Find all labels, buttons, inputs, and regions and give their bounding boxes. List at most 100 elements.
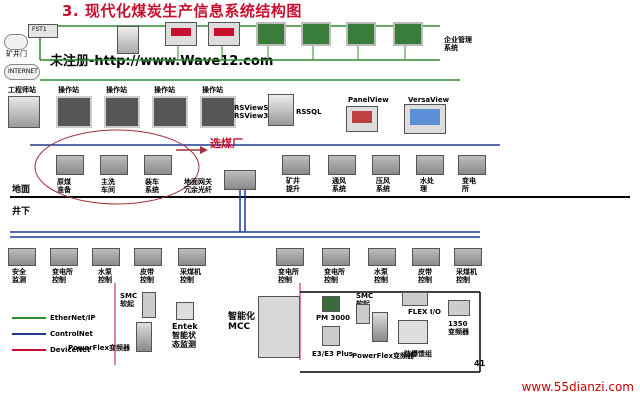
mcc-label: 智能化 MCC <box>228 312 256 332</box>
panelview-icon <box>346 106 378 132</box>
watermark-top: 未注册-http://www.Wave12.com <box>50 54 274 69</box>
plc-right-4-label: 水处 理 <box>420 177 434 193</box>
pm3000-label: PM 3000 <box>316 314 351 322</box>
operator-station-3-icon <box>152 96 188 128</box>
plc-right-1-label: 矿井 提升 <box>286 177 300 193</box>
ug-left-4 <box>134 248 162 266</box>
ground-label: 地面 <box>12 185 31 195</box>
ug-left-3-label: 水泵 控制 <box>98 268 112 284</box>
server-icon-2 <box>208 22 240 46</box>
l350-icon <box>448 300 470 316</box>
ug-right-4 <box>412 248 440 266</box>
underground-label: 井下 <box>12 207 31 217</box>
gateway-label: 地面网关 冗余光纤 <box>184 178 212 194</box>
mcc-cabinet <box>258 296 300 358</box>
operator-station-4-icon <box>200 96 236 128</box>
smc1-label: SMC 软起 <box>120 292 138 308</box>
legend-ethernet-label: EtherNet/IP <box>50 314 96 322</box>
entek-device-icon <box>176 302 194 320</box>
ug-left-1 <box>8 248 36 266</box>
pc-icon-2 <box>301 22 331 46</box>
prep-plant-label: 选煤厂 <box>210 137 243 150</box>
engineer-station-label: 工程师站 <box>8 86 36 94</box>
operator-station-3-label: 操作站 <box>154 86 175 94</box>
gateway-cabinet <box>224 170 256 190</box>
protection-feeder-icon <box>398 320 428 344</box>
flexio-icon <box>402 292 428 306</box>
page-number: 41 <box>474 359 486 368</box>
ug-right-5 <box>454 248 482 266</box>
operator-station-1-icon <box>56 96 92 128</box>
plc-right-1 <box>282 155 310 175</box>
ug-left-1-label: 安全 监测 <box>12 268 26 284</box>
ug-left-5 <box>178 248 206 266</box>
e3-label: E3/E3 Plus <box>312 350 353 358</box>
plc-left-1-label: 原煤 准备 <box>57 178 71 194</box>
plc-left-2-label: 主洗 车间 <box>101 178 115 194</box>
pm3000-icon <box>322 296 340 312</box>
ug-right-1 <box>276 248 304 266</box>
enterprise-mgmt-label: 企业管理 系统 <box>444 36 472 52</box>
ug-left-2-label: 变电所 控制 <box>52 268 73 284</box>
versaview-label: VersaView <box>408 96 450 104</box>
smc1-device-icon <box>142 292 156 318</box>
flexio-label: FLEX I/O <box>408 308 441 316</box>
prep-plant-ellipse <box>34 129 200 205</box>
operator-station-2-icon <box>104 96 140 128</box>
legend-devicenet-label: DeviceNet <box>50 346 91 354</box>
pc-icon-1 <box>256 22 286 46</box>
plc-right-3 <box>372 155 400 175</box>
powerflex2-label: PowerFlex变频器 <box>352 352 415 360</box>
mine-gate-icon <box>4 34 28 50</box>
plc-left-3-label: 装车 系统 <box>145 178 159 194</box>
smc2-device-icon <box>356 304 370 324</box>
plc-left-2 <box>100 155 128 175</box>
powerflex1-label: PowerFlex变频器 <box>68 344 131 352</box>
operator-station-1-label: 操作站 <box>58 86 79 94</box>
plc-right-5-label: 变电 所 <box>462 177 476 193</box>
rssql-label: RSSQL <box>296 108 322 116</box>
ug-left-2 <box>50 248 78 266</box>
watermark-bottom: www.55dianzi.com <box>521 380 634 394</box>
ug-right-2-label: 变电所 控制 <box>324 268 345 284</box>
page-title: 3. 现代化煤炭生产信息系统结构图 <box>62 2 302 20</box>
plc-right-2 <box>328 155 356 175</box>
engineer-station-icon <box>8 96 40 128</box>
rsview-label: RSViewSE RSView32 <box>234 104 274 120</box>
mine-gate-label: 矿井门 <box>6 50 27 58</box>
ug-right-1-label: 变电所 控制 <box>278 268 299 284</box>
plc-right-5 <box>458 155 486 175</box>
server-icon-1 <box>165 22 197 46</box>
plc-right-3-label: 压风 系统 <box>376 177 390 193</box>
pc-icon-3 <box>346 22 376 46</box>
fst-label: FST1 <box>32 26 47 33</box>
plc-right-4 <box>416 155 444 175</box>
pc-icon-4 <box>393 22 423 46</box>
ug-left-3 <box>92 248 120 266</box>
motor2-icon <box>372 312 388 342</box>
plc-right-2-label: 通风 系统 <box>332 177 346 193</box>
ug-right-3 <box>368 248 396 266</box>
legend-controlnet-label: ControlNet <box>50 330 93 338</box>
plc-left-3 <box>144 155 172 175</box>
entek-label: Entek 智能状 态监测 <box>172 322 198 349</box>
ug-right-2 <box>322 248 350 266</box>
fst-box-icon <box>28 24 58 38</box>
internet-icon <box>4 64 40 80</box>
panelview-label: PanelView <box>348 96 389 104</box>
l350-label: 1350 变频器 <box>448 320 469 336</box>
operator-station-2-label: 操作站 <box>106 86 127 94</box>
plc-left-1 <box>56 155 84 175</box>
ug-right-4-label: 皮带 控制 <box>418 268 432 284</box>
ug-right-5-label: 采煤机 控制 <box>456 268 477 284</box>
ug-left-5-label: 采煤机 控制 <box>180 268 201 284</box>
protection-label: 防爆馈组 <box>404 350 432 358</box>
e3-relay-icon <box>322 326 340 346</box>
rssql-server-icon <box>268 94 294 126</box>
ug-left-4-label: 皮带 控制 <box>140 268 154 284</box>
internet-label: INTERNET <box>8 68 38 75</box>
versaview-icon <box>404 104 446 134</box>
motor1-icon <box>136 322 152 352</box>
firewall-icon <box>117 26 139 54</box>
